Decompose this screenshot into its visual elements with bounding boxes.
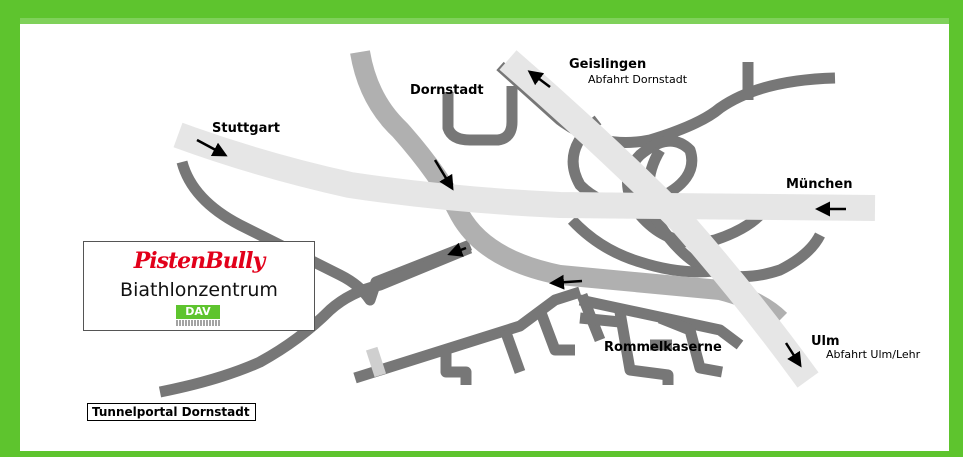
- arrow-ulm: [784, 342, 802, 368]
- frame-border-top: [0, 0, 963, 18]
- biathlon-logo-box: PistenBully Biathlonzentrum DAV: [83, 241, 315, 331]
- label-dornstadt: Dornstadt: [410, 83, 484, 98]
- frame-border-bottom: [0, 451, 963, 457]
- label-abfahrt-dornstadt: Abfahrt Dornstadt: [588, 73, 688, 86]
- dav-badge: DAV: [176, 305, 220, 319]
- label-geislingen: Geislingen: [569, 57, 647, 72]
- frame-border-right: [949, 0, 963, 457]
- road-kaserne-5: [578, 294, 744, 350]
- road-kaserne-8: [579, 312, 621, 328]
- arrow-geislingen: [527, 70, 551, 88]
- frame-border-inner: [20, 18, 949, 24]
- arrow-connector: [447, 242, 467, 257]
- arrow-kaserne: [549, 274, 583, 290]
- road-kaserne-7: [657, 312, 723, 378]
- road-kaserne-2: [499, 328, 526, 374]
- road-dornstadt-loop: [442, 86, 518, 146]
- road-interchange-ramp: [567, 216, 732, 278]
- gate-marker: [365, 346, 387, 378]
- biathlon-title: Biathlonzentrum: [120, 279, 278, 301]
- label-stuttgart: Stuttgart: [212, 121, 280, 136]
- dav-subtext-graphic: [176, 320, 220, 326]
- arrow-dornstadt: [433, 159, 454, 191]
- road-kaserne-3: [534, 308, 575, 356]
- road-kaserne-1: [440, 352, 472, 385]
- road-west-long: [158, 242, 473, 398]
- road-highway-a8: [173, 122, 876, 221]
- tunnel-portal-label: Tunnelportal Dornstadt: [87, 403, 256, 421]
- label-rommelkaserne: Rommelkaserne: [604, 340, 722, 355]
- frame-border-left: [0, 0, 20, 457]
- label-ulm: Ulm: [811, 334, 840, 349]
- label-abfahrt-ulm: Abfahrt Ulm/Lehr: [826, 348, 921, 361]
- road-kaserne-6: [614, 311, 674, 385]
- label-muenchen: München: [786, 177, 853, 192]
- arrow-stuttgart: [196, 138, 228, 157]
- road-highway-b10-diagonal: [499, 50, 819, 388]
- pistenbully-logo: PistenBully: [133, 248, 266, 274]
